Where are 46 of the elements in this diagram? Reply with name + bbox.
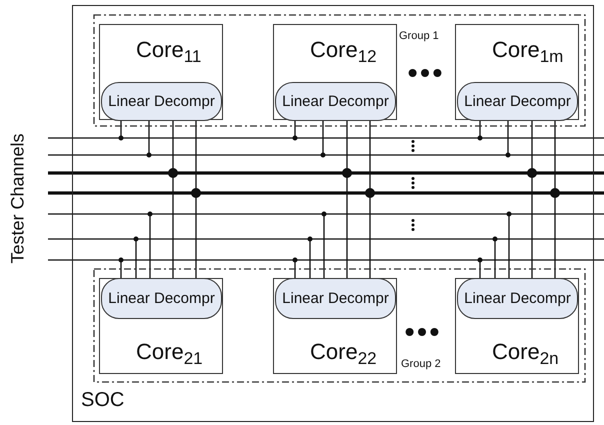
core-box (455, 24, 579, 120)
core-box (455, 278, 579, 374)
wire (172, 121, 174, 278)
core-box (273, 278, 397, 374)
wire (195, 121, 197, 278)
wire (346, 121, 348, 278)
core-label: Core$_{21}$ (136, 339, 203, 369)
group-label: Group 2 (401, 358, 441, 370)
channel-label: Tester Channels (8, 132, 29, 264)
wire (531, 121, 533, 278)
decompressor-box: Linear Decompr (275, 82, 396, 121)
core-box (273, 24, 397, 120)
core-box (99, 24, 223, 120)
wire (478, 121, 482, 140)
core-label: Core$_{11}$ (136, 37, 202, 67)
wire (478, 258, 482, 278)
core-label: Core$_{12}$ (310, 37, 377, 67)
group-box (93, 268, 586, 383)
decompressor-box: Linear Decompr (101, 82, 222, 121)
wire (308, 236, 312, 278)
group-label: Group 1 (399, 30, 439, 42)
core-label: Core$_{1m}$ (492, 37, 564, 67)
decompressor-box: Linear Decompr (457, 278, 578, 319)
soc-label: SOC (81, 389, 124, 412)
wire (292, 258, 298, 278)
decompressor-box: Linear Decompr (457, 82, 578, 121)
core-label: Core$_{22}$ (310, 339, 377, 369)
decompressor-box: Linear Decompr (275, 278, 396, 319)
wire (320, 121, 326, 158)
wire (506, 212, 512, 278)
wire (118, 121, 124, 140)
core-label: Core$_{2n}$ (492, 339, 559, 369)
wire (146, 121, 152, 158)
core-box (99, 278, 223, 374)
wire (118, 258, 124, 278)
wire (492, 236, 498, 278)
wire (148, 212, 152, 278)
group-box (93, 14, 586, 127)
wire (322, 212, 326, 278)
wire (369, 121, 371, 278)
decompressor-box: Linear Decompr (101, 278, 222, 319)
wire (134, 236, 138, 278)
soc-box (72, 5, 594, 422)
wire (554, 121, 556, 278)
wire (292, 121, 298, 140)
wire (506, 121, 510, 158)
